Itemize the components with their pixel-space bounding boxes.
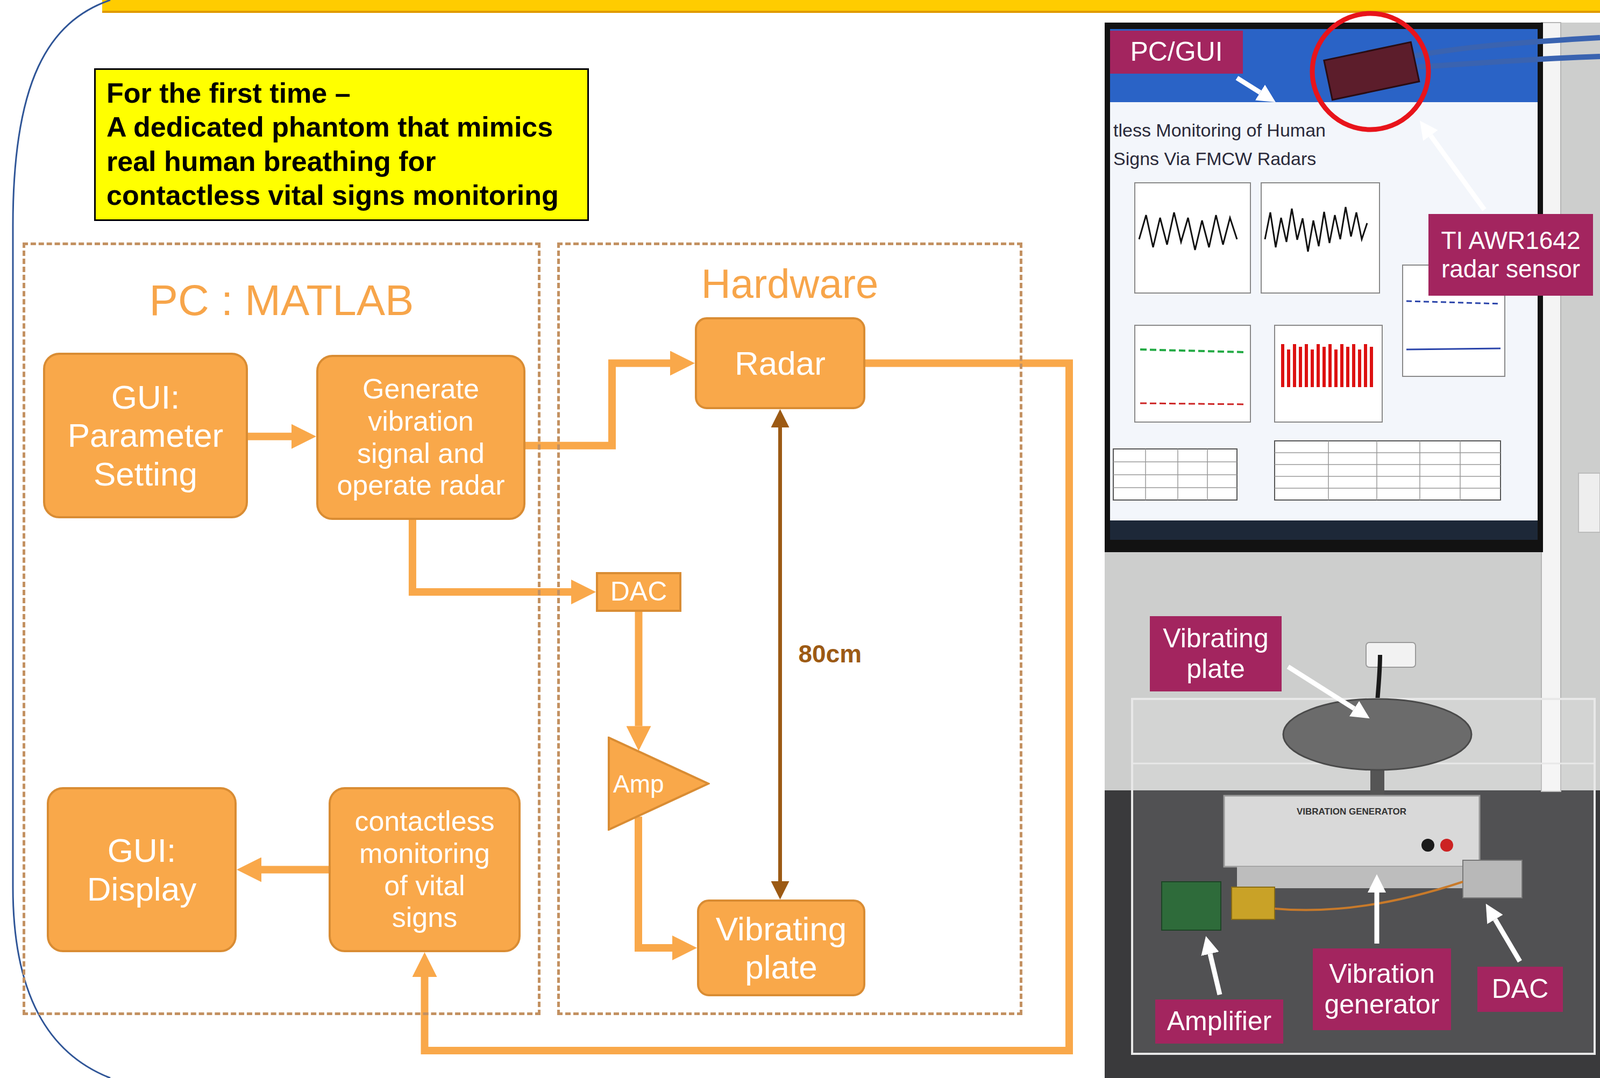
process-box: contactless monitoring of vital signs	[328, 787, 521, 953]
flow-arrow	[778, 427, 782, 882]
leader-arrow	[1288, 666, 1355, 709]
amplifier-board	[1161, 882, 1221, 931]
photo-tag: Vibration generator	[1312, 948, 1452, 1031]
node-label: GUI: Parameter Setting	[58, 378, 233, 494]
radar-cable	[1414, 56, 1600, 68]
hardware-box: Vibrating plate	[697, 899, 866, 997]
node-label: A dedicated phantom that mimics real hum…	[106, 110, 577, 213]
note-box: For the first time –A dedicated phantom …	[94, 68, 589, 222]
photo-tag: Amplifier	[1155, 999, 1284, 1044]
table-grid	[1113, 449, 1237, 501]
node-label: Generate vibration signal and operate ra…	[334, 373, 508, 502]
top-bar	[102, 0, 1600, 11]
screen-plot	[1274, 325, 1383, 423]
photo-tag: TI AWR1642 radar sensor	[1428, 214, 1594, 296]
screen-slide	[1110, 102, 1538, 521]
leader-arrow	[1495, 919, 1520, 962]
vibration-generator-photo	[1224, 795, 1480, 867]
screen-plot	[1261, 182, 1380, 294]
screen-table	[1274, 441, 1501, 501]
photo-tag: Vibrating plate	[1149, 616, 1282, 692]
acrylic-box	[1132, 699, 1595, 1055]
flow-arrow	[525, 363, 671, 446]
stand-pole	[1541, 22, 1561, 792]
plot-line	[1140, 349, 1246, 353]
group-title: Hardware	[559, 259, 1020, 309]
node-label: PC/GUI	[1129, 36, 1223, 68]
table-grid	[1274, 441, 1501, 501]
screen-taskbar	[1110, 520, 1538, 540]
plot-wave	[1139, 212, 1237, 251]
hardware-box: Radar	[694, 317, 866, 410]
flow-arrow	[635, 612, 643, 727]
circuit-board	[1231, 887, 1275, 920]
photo-text: Signs Via FMCW Radars	[1113, 147, 1317, 170]
generator-base	[1236, 866, 1469, 889]
leader-arrow	[1374, 892, 1380, 944]
node-label: Amplifier	[1167, 1006, 1272, 1038]
node-label: TI AWR1642 radar sensor	[1437, 226, 1585, 284]
process-box: GUI: Display	[46, 787, 237, 953]
dimension-label: 80cm	[796, 639, 865, 670]
photo-text: tless Monitoring of Human	[1113, 119, 1326, 142]
plot-line	[1406, 348, 1501, 350]
group-title: PC : MATLAB	[25, 274, 538, 327]
photo-wall	[1104, 22, 1600, 1078]
radar-board	[1324, 41, 1420, 101]
node-label: contactless monitoring of vital signs	[353, 805, 496, 935]
process-box: Generate vibration signal and operate ra…	[316, 354, 526, 521]
amplifier-shape	[608, 737, 709, 830]
leader-arrow	[1430, 135, 1485, 210]
photo-tag: DAC	[1477, 966, 1563, 1013]
flow-arrow	[412, 520, 572, 593]
node-label: Vibrating plate	[1157, 623, 1275, 686]
node-label: DAC	[610, 576, 668, 608]
flow-arrow	[247, 432, 292, 441]
dac-box	[1462, 860, 1523, 899]
screen-table	[1113, 449, 1237, 501]
wall-switch	[1578, 473, 1600, 533]
flow-arrow	[638, 816, 673, 949]
node-label: Vibration generator	[1320, 958, 1444, 1021]
radar-cable	[1411, 37, 1600, 57]
leader-arrow	[1236, 77, 1261, 93]
plot-wave	[1264, 207, 1368, 252]
screen-plot	[1134, 325, 1251, 423]
node-label: Amp	[613, 771, 665, 797]
process-box: GUI: Parameter Setting	[43, 352, 248, 519]
vibrating-plate-photo	[1283, 699, 1472, 771]
group-box: PC : MATLAB GUI: Parameter Setting Generat…	[22, 242, 541, 1016]
plot-bars	[1282, 344, 1372, 388]
node-label: Vibrating plate	[709, 909, 853, 987]
terminal	[1440, 838, 1454, 852]
node-label: DAC	[1491, 973, 1549, 1006]
photo-tag: PC/GUI	[1110, 30, 1243, 74]
plot-line	[1406, 301, 1501, 304]
leader-arrow	[1210, 954, 1220, 995]
terminal	[1421, 838, 1435, 852]
node-label: GUI: Display	[59, 831, 224, 909]
screen-plot	[1134, 182, 1251, 294]
wall-outlet	[1366, 642, 1416, 668]
amplifier-triangle: Amp	[607, 736, 710, 831]
signal-cable	[1274, 882, 1463, 911]
photo-text: VIBRATION GENERATOR	[1296, 806, 1407, 818]
node-label: Radar	[734, 344, 826, 383]
flow-arrow	[261, 866, 329, 874]
node-label: For the first time –	[106, 76, 577, 111]
group-box: HardwareRadarDAC AmpVibrating plate	[557, 242, 1023, 1016]
plot-line	[1140, 403, 1246, 405]
highlight-circle	[1312, 13, 1429, 130]
hardware-box: DAC	[595, 572, 682, 613]
